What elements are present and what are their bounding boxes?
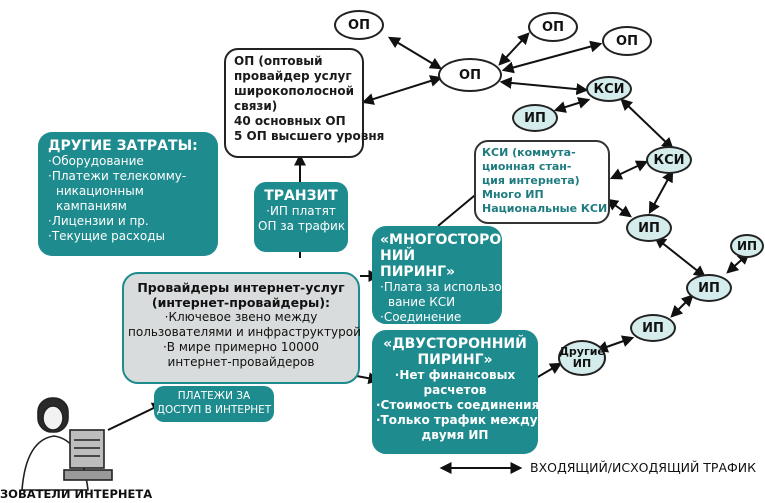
bilateral-line: расчетов bbox=[423, 383, 487, 397]
ip-node: ИП bbox=[512, 104, 558, 132]
ksi-line: КСИ (коммута- bbox=[482, 146, 576, 159]
other-costs-line: никационным bbox=[56, 184, 144, 198]
bilateral-line: ·Только трафик между bbox=[376, 413, 538, 427]
other-ip-line: Другие bbox=[559, 345, 605, 358]
arrow-ksibox-ksi bbox=[609, 160, 649, 180]
other-costs-line: кампаниям bbox=[56, 199, 127, 213]
multi-line: вание КСИ bbox=[388, 295, 456, 309]
ip-node: ИП bbox=[730, 234, 764, 258]
arrow-ksi-ip2 bbox=[648, 169, 674, 215]
other-costs-box: ДРУГИЕ ЗАТРАТЫ: ·Оборудование ·Платежи т… bbox=[38, 132, 218, 256]
bilateral-line: ·Нет финансовых bbox=[394, 368, 516, 382]
op-line: широкополосной bbox=[234, 84, 354, 98]
user-figure bbox=[21, 397, 113, 491]
multi-title: «МНОГОСТОРОН- bbox=[380, 232, 519, 248]
arrow-op-far bbox=[501, 40, 603, 74]
isp-line: ·В мире примерно 10000 bbox=[162, 340, 320, 354]
arrow-ip2-ip3 bbox=[654, 236, 706, 278]
arrow-op-right bbox=[498, 32, 530, 66]
users-label: ЗОВАТЕЛИ ИНТЕРНЕТА bbox=[0, 487, 153, 501]
transit-box: ТРАНЗИТ ·ИП платят ОП за трафик bbox=[254, 182, 348, 252]
isp-box: Провайдеры интернет-услуг (интернет-пров… bbox=[122, 272, 361, 384]
op-line: провайдер услуг bbox=[234, 69, 352, 83]
multi-line: ·Плата за использо bbox=[380, 280, 502, 294]
transit-title: ТРАНЗИТ bbox=[264, 188, 338, 204]
ksi-line: ция интернета) bbox=[482, 174, 580, 187]
ksi-line: Национальные КСИ bbox=[482, 202, 608, 215]
arrow-ip5-other bbox=[595, 335, 635, 353]
op-line: 5 ОП высшего уровня bbox=[234, 129, 385, 143]
arrow-op-ksi bbox=[499, 76, 589, 96]
arrow-user-payments bbox=[107, 402, 165, 431]
op-node-center: ОП bbox=[438, 58, 502, 92]
transit-line: ОП за трафик bbox=[258, 219, 346, 233]
bilateral-title: «ДВУСТОРОННИЙ bbox=[383, 336, 527, 352]
bilateral-peering-box: «ДВУСТОРОННИЙ ПИРИНГ» ·Нет финансовых ра… bbox=[372, 330, 540, 454]
other-costs-line: ·Оборудование bbox=[48, 154, 144, 168]
op-line: 40 основных ОП bbox=[234, 114, 346, 128]
arrow-ksi-ksi bbox=[620, 98, 674, 150]
arrow-ksi-ip bbox=[553, 97, 591, 113]
multi-title: НИЙ ПИРИНГ» bbox=[380, 248, 456, 280]
op-node: ОП bbox=[602, 26, 652, 56]
bilateral-title: ПИРИНГ» bbox=[417, 352, 493, 368]
isp-line: пользователями и инфраструктурой bbox=[128, 325, 361, 339]
op-node: ОП bbox=[334, 10, 384, 40]
arrow-bilateral-other bbox=[535, 362, 563, 379]
isp-line: интернет-провайдеров bbox=[167, 355, 315, 369]
isp-title: (интернет-провайдеры): bbox=[151, 295, 331, 310]
arrow-op-top bbox=[387, 36, 443, 70]
op-line: ОП (оптовый bbox=[234, 54, 323, 68]
other-ip-line: ИП bbox=[572, 357, 592, 370]
arrow-ip3-ip5 bbox=[670, 294, 694, 318]
other-costs-line: ·Лицензии и пр. bbox=[48, 214, 149, 228]
ksi-description-box: КСИ (коммута- ционная стан- ция интернет… bbox=[474, 140, 610, 224]
transit-line: ·ИП платят bbox=[266, 204, 336, 218]
other-costs-title: ДРУГИЕ ЗАТРАТЫ: bbox=[48, 138, 198, 154]
ksi-node: КСИ bbox=[586, 76, 632, 102]
ip-node: ИП bbox=[686, 274, 732, 302]
other-costs-line: ·Текущие расходы bbox=[48, 229, 165, 243]
payments-line: ПЛАТЕЖИ ЗА bbox=[177, 390, 251, 402]
arrow-ksibox-ip2 bbox=[606, 198, 632, 218]
arrow-op-opbox bbox=[361, 75, 443, 105]
op-line: связи) bbox=[234, 99, 278, 113]
ksi-line: ционная стан- bbox=[482, 160, 572, 173]
ksi-line: Много ИП bbox=[482, 188, 544, 201]
other-costs-line: ·Платежи телекомму- bbox=[48, 169, 187, 183]
ip-node: ИП bbox=[626, 214, 672, 242]
op-description-box: ОП (оптовый провайдер услуг широкополосн… bbox=[224, 48, 385, 158]
op-node: ОП bbox=[528, 12, 578, 42]
isp-title: Провайдеры интернет-услуг bbox=[137, 280, 345, 295]
bilateral-line: двумя ИП bbox=[421, 428, 489, 442]
payments-line: ДОСТУП В ИНТЕРНЕТ bbox=[156, 404, 272, 416]
other-ip-node: Другие ИП bbox=[558, 340, 606, 376]
ksi-node: КСИ bbox=[646, 146, 692, 174]
multilateral-peering-box: «МНОГОСТОРОН- НИЙ ПИРИНГ» ·Плата за испо… bbox=[372, 226, 519, 324]
legend-label: ВХОДЯЩИЙ/ИСХОДЯЩИЙ ТРАФИК bbox=[530, 460, 757, 475]
isp-line: ·Ключевое звено между bbox=[164, 310, 318, 324]
ip-node: ИП bbox=[630, 314, 676, 342]
bilateral-line: ·Стоимость соединения bbox=[376, 398, 540, 412]
payments-box: ПЛАТЕЖИ ЗА ДОСТУП В ИНТЕРНЕТ bbox=[154, 386, 274, 422]
multi-line: ·Соединение bbox=[380, 310, 462, 324]
